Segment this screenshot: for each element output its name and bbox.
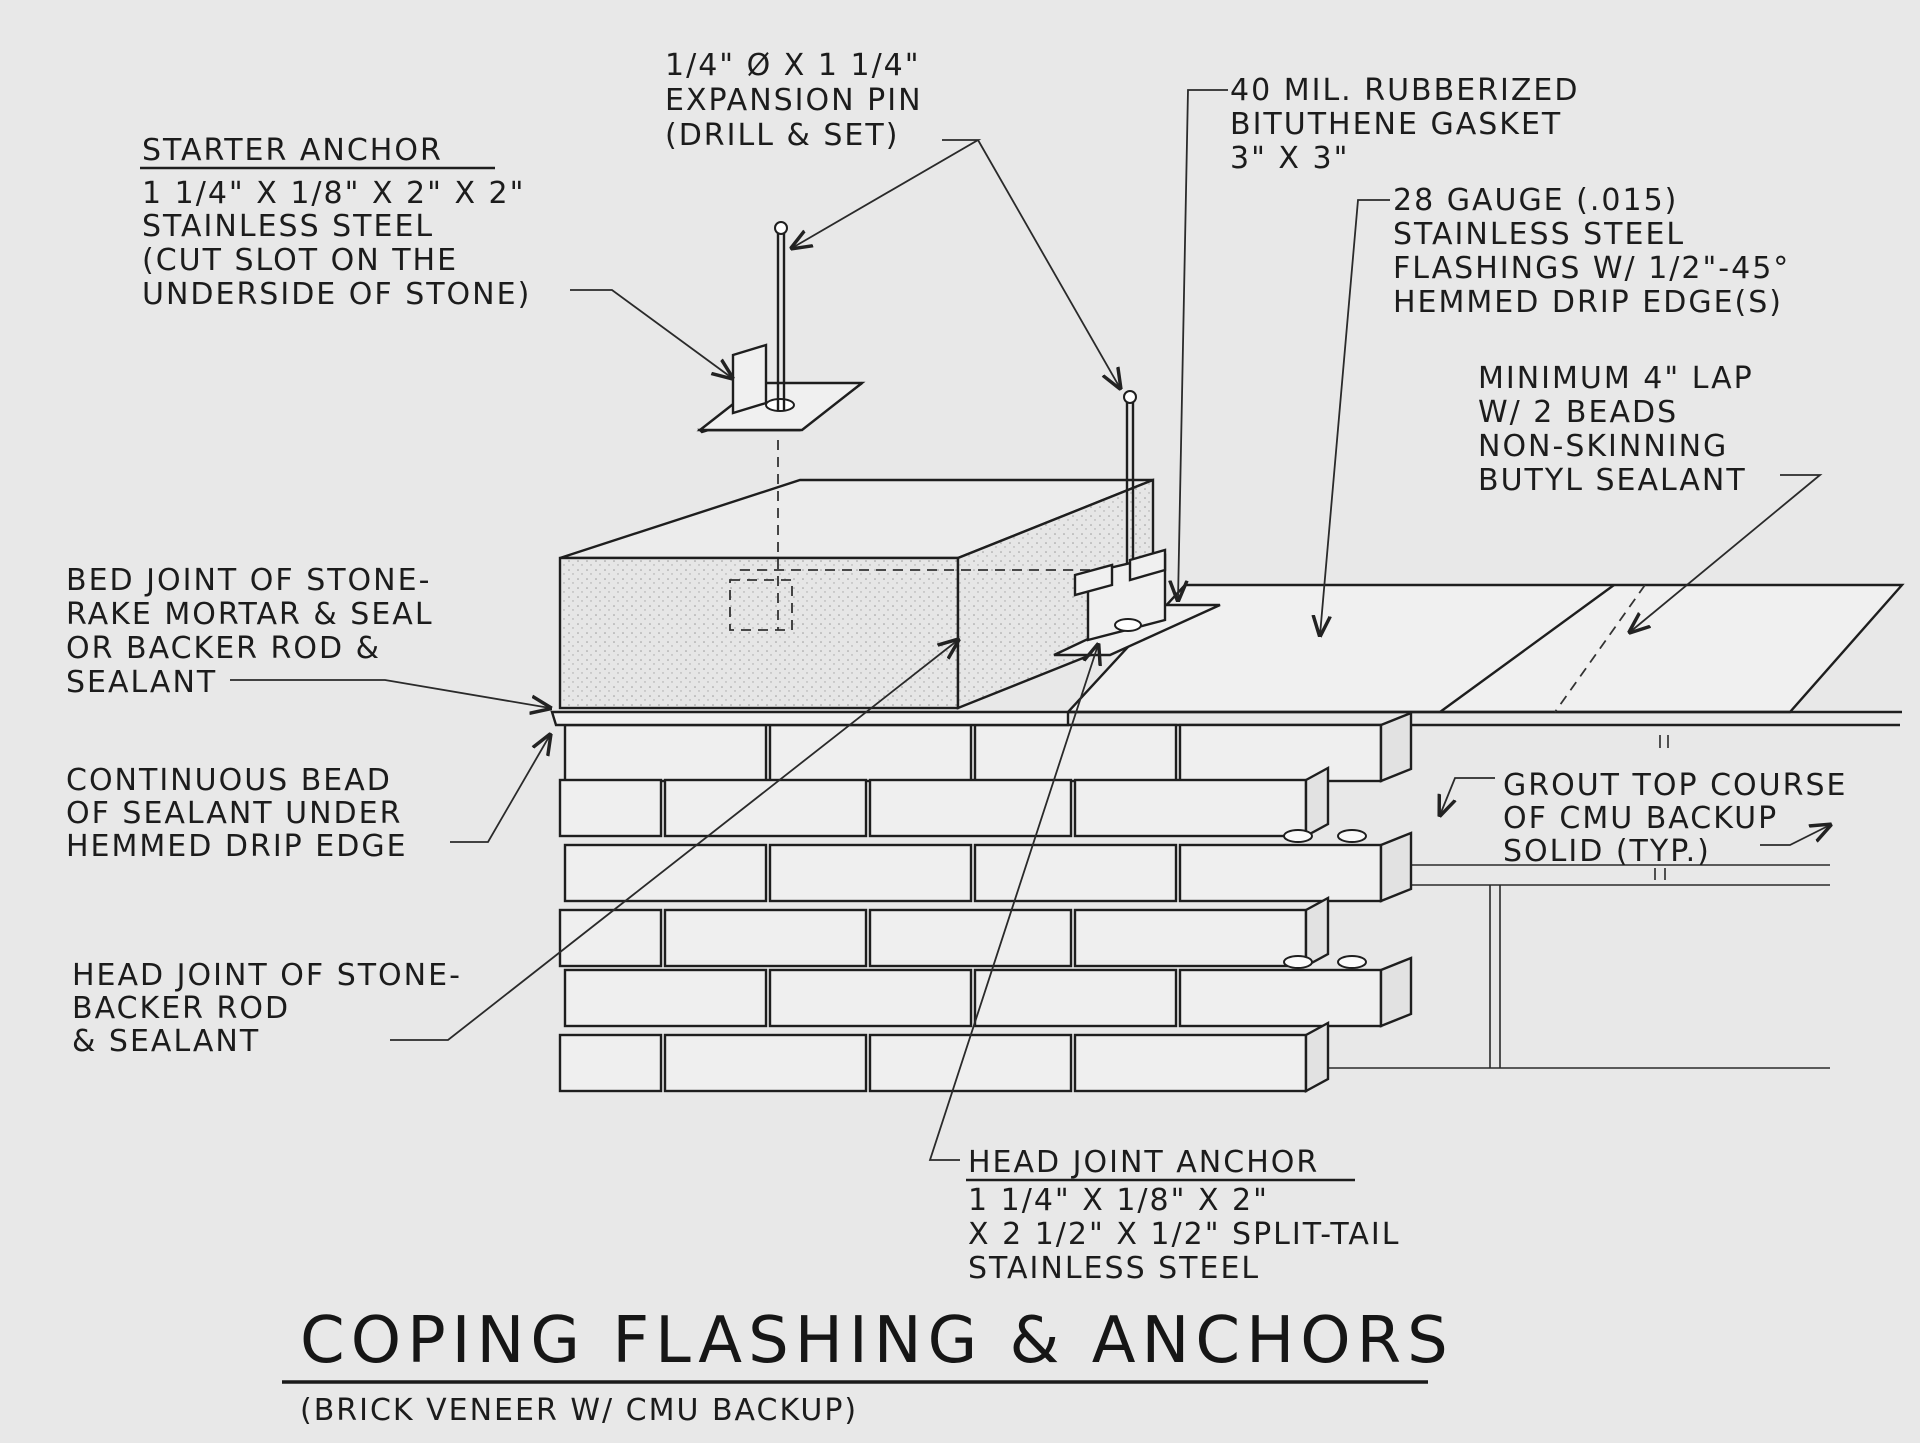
brick (1178, 723, 1383, 783)
starter-anchor-line-1: 1 1/4" X 1/8" X 2" X 2" (142, 176, 525, 211)
continuous-bead-line-1: CONTINUOUS BEAD (66, 763, 392, 798)
starter-anchor (696, 343, 866, 434)
brick (768, 723, 973, 783)
grout-line-2: OF CMU BACKUP (1503, 801, 1778, 836)
lap-line-3: NON-SKINNING (1478, 429, 1728, 464)
continuous-bead-line-2: OF SEALANT UNDER (66, 796, 402, 831)
callout-grout: GROUT TOP COURSE OF CMU BACKUP SOLID (TY… (1503, 768, 1847, 869)
flashing-line-3: FLASHINGS W/ 1/2"-45° (1393, 251, 1790, 286)
brick-return-face (1304, 765, 1330, 839)
drip-edge (550, 710, 1070, 727)
cmu-backup (1320, 735, 1830, 1069)
bed-joint-line-4: SEALANT (66, 665, 217, 700)
brick (768, 843, 973, 903)
starter-anchor-line-4: UNDERSIDE OF STONE) (142, 277, 531, 312)
drawing-subtitle: (BRICK VENEER W/ CMU BACKUP) (300, 1393, 858, 1428)
gasket-line-3: 3" X 3" (1230, 141, 1349, 176)
head-joint-anchor-heading: HEAD JOINT ANCHOR (968, 1145, 1319, 1180)
head-joint-line-2: BACKER ROD (72, 991, 290, 1026)
flashing-line-4: HEMMED DRIP EDGE(S) (1393, 285, 1783, 320)
lap-line (1554, 584, 1646, 713)
cmu-core (1337, 829, 1367, 843)
drawing-title: COPING FLASHING & ANCHORS (300, 1304, 1454, 1378)
callout-head-joint-anchor: HEAD JOINT ANCHOR 1 1/4" X 1/8" X 2" X 2… (966, 1145, 1400, 1286)
brick-return-face (1379, 711, 1413, 783)
bed-joint-line-1: BED JOINT OF STONE- (66, 563, 431, 598)
brick (1178, 843, 1383, 903)
title-block: COPING FLASHING & ANCHORS (BRICK VENEER … (282, 1304, 1454, 1428)
brick (868, 778, 1073, 838)
flashing-line-1: 28 GAUGE (.015) (1393, 183, 1678, 218)
brick (973, 968, 1178, 1028)
brick (663, 1033, 868, 1093)
brick (973, 843, 1178, 903)
brick (663, 908, 868, 968)
brick (558, 778, 663, 838)
callout-head-joint: HEAD JOINT OF STONE- BACKER ROD & SEALAN… (72, 958, 462, 1059)
head-joint-anchor-line-2: X 2 1/2" X 1/2" SPLIT-TAIL (968, 1217, 1400, 1252)
flashing-line-2: STAINLESS STEEL (1393, 217, 1685, 252)
expansion-pin-line-1: 1/4" Ø X 1 1/4" (665, 48, 921, 83)
head-joint-line-1: HEAD JOINT OF STONE- (72, 958, 462, 993)
brick (1178, 968, 1383, 1028)
gasket-line-2: BITUTHENE GASKET (1230, 107, 1562, 142)
brick-return-face (1304, 895, 1330, 969)
callout-lap: MINIMUM 4" LAP W/ 2 BEADS NON-SKINNING B… (1478, 361, 1754, 498)
brick (563, 968, 768, 1028)
brick (868, 908, 1073, 968)
lap-line-1: MINIMUM 4" LAP (1478, 361, 1754, 396)
brick (868, 1033, 1073, 1093)
gasket-line-1: 40 MIL. RUBBERIZED (1230, 73, 1579, 108)
brick (1073, 778, 1308, 838)
grout-line-1: GROUT TOP COURSE (1503, 768, 1847, 803)
continuous-bead-line-3: HEMMED DRIP EDGE (66, 829, 408, 864)
brick-return-face (1379, 956, 1413, 1028)
cmu-core (1283, 829, 1313, 843)
brick (563, 843, 768, 903)
brick-return-face (1379, 831, 1413, 903)
brick (558, 1033, 663, 1093)
callout-starter-anchor: STARTER ANCHOR 1 1/4" X 1/8" X 2" X 2" S… (140, 133, 531, 312)
starter-anchor-heading: STARTER ANCHOR (142, 133, 443, 168)
brick (973, 723, 1178, 783)
grout-line-3: SOLID (TYP.) (1503, 834, 1711, 869)
cmu-core (1337, 955, 1367, 969)
bed-joint-line-3: OR BACKER ROD & (66, 631, 381, 666)
callout-gasket: 40 MIL. RUBBERIZED BITUTHENE GASKET 3" X… (1230, 73, 1579, 176)
lap-line-4: BUTYL SEALANT (1478, 463, 1747, 498)
brick-veneer (558, 711, 1413, 1094)
expansion-pin-left (774, 221, 788, 410)
brick-return-face (1304, 1020, 1330, 1094)
callout-continuous-bead: CONTINUOUS BEAD OF SEALANT UNDER HEMMED … (66, 763, 408, 864)
expansion-pin-line-3: (DRILL & SET) (665, 118, 899, 153)
starter-anchor-line-2: STAINLESS STEEL (142, 209, 434, 244)
head-joint-line-3: & SEALANT (72, 1024, 260, 1059)
brick (558, 908, 663, 968)
stainless-flashing (1065, 583, 1905, 727)
callout-bed-joint: BED JOINT OF STONE- RAKE MORTAR & SEAL O… (66, 563, 434, 700)
brick (663, 778, 868, 838)
brick (1073, 1033, 1308, 1093)
callout-flashing: 28 GAUGE (.015) STAINLESS STEEL FLASHING… (1393, 183, 1790, 320)
leader-lines (230, 89, 1830, 1161)
brick (768, 968, 973, 1028)
cmu-core (1283, 955, 1313, 969)
callout-expansion-pin: 1/4" Ø X 1 1/4" EXPANSION PIN (DRILL & S… (665, 48, 923, 153)
starter-anchor-line-3: (CUT SLOT ON THE (142, 243, 458, 278)
bed-joint-line-2: RAKE MORTAR & SEAL (66, 597, 434, 632)
brick (563, 723, 768, 783)
head-joint-anchor-line-1: 1 1/4" X 1/8" X 2" (968, 1183, 1269, 1218)
stone-coping (558, 410, 1155, 710)
lap-line-2: W/ 2 BEADS (1478, 395, 1678, 430)
head-joint-anchor-line-3: STAINLESS STEEL (968, 1251, 1260, 1286)
brick (1073, 908, 1308, 968)
expansion-pin-line-2: EXPANSION PIN (665, 83, 923, 118)
